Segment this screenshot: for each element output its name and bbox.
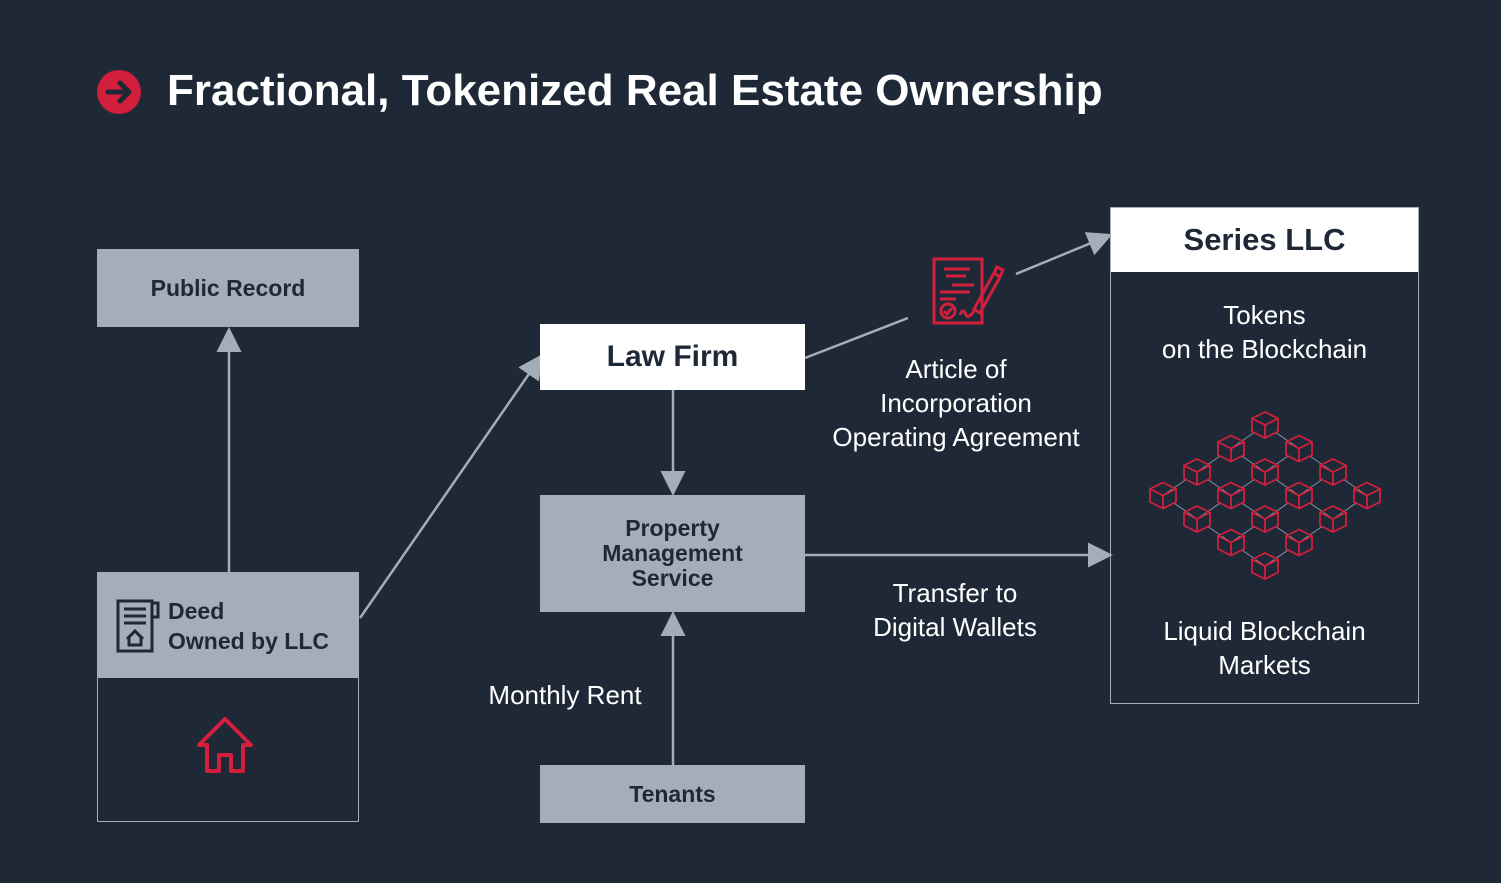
block-cube bbox=[1285, 481, 1313, 510]
tenants-label: Tenants bbox=[629, 780, 716, 807]
blockchain-network-icon bbox=[1149, 410, 1381, 581]
block-cube bbox=[1285, 434, 1313, 463]
article-line2: Incorporation bbox=[880, 388, 1032, 418]
signed-document-icon bbox=[930, 255, 1006, 332]
block-cube bbox=[1319, 457, 1347, 487]
line-law-firm-to-doc bbox=[804, 316, 909, 360]
public-record-box: Public Record bbox=[97, 249, 359, 327]
tenants-box: Tenants bbox=[540, 765, 805, 823]
transfer-line1: Transfer to bbox=[892, 578, 1018, 608]
block-cube bbox=[1217, 528, 1245, 557]
arrow-doc-to-series bbox=[1015, 232, 1113, 276]
block-cube bbox=[1149, 481, 1177, 510]
arrow-circle-icon bbox=[97, 70, 141, 114]
article-line1: Article of bbox=[905, 354, 1007, 384]
block-cube bbox=[1217, 481, 1245, 510]
block-cube bbox=[1251, 504, 1279, 534]
markets-line2: Markets bbox=[1218, 650, 1311, 680]
block-cube bbox=[1319, 504, 1347, 534]
tokens-line2: on the Blockchain bbox=[1161, 334, 1368, 364]
block-cube bbox=[1251, 410, 1279, 440]
article-of-incorporation-label: Article of Incorporation Operating Agree… bbox=[806, 352, 1106, 454]
series-llc-label: Series LLC bbox=[1183, 222, 1346, 257]
block-cube bbox=[1251, 457, 1279, 487]
deed-document-icon bbox=[116, 599, 160, 652]
markets-line1: Liquid Blockchain bbox=[1163, 616, 1366, 646]
law-firm-label: Law Firm bbox=[606, 340, 739, 373]
block-cube bbox=[1183, 457, 1211, 487]
pms-line2: Management bbox=[602, 540, 743, 566]
pms-line3: Service bbox=[631, 565, 714, 591]
transfer-label: Transfer to Digital Wallets bbox=[830, 576, 1080, 644]
block-cube bbox=[1353, 481, 1381, 510]
property-management-box: Property Management Service bbox=[540, 495, 805, 612]
page-title: Fractional, Tokenized Real Estate Owners… bbox=[167, 66, 1103, 115]
transfer-line2: Digital Wallets bbox=[873, 612, 1037, 642]
series-llc-container: Series LLC Tokens on the Blockchain Liqu… bbox=[1110, 207, 1419, 704]
markets-label: Liquid Blockchain Markets bbox=[1111, 614, 1418, 682]
article-line3: Operating Agreement bbox=[832, 422, 1080, 452]
owned-by-llc-label: Owned by LLC bbox=[168, 627, 329, 654]
block-cube bbox=[1183, 504, 1211, 534]
deed-label: Deed bbox=[168, 597, 225, 624]
tokens-label: Tokens on the Blockchain bbox=[1111, 298, 1418, 366]
monthly-rent-label: Monthly Rent bbox=[488, 680, 642, 710]
block-cube bbox=[1285, 528, 1313, 557]
arrow-deed-to-law-firm bbox=[358, 353, 543, 619]
block-cube bbox=[1217, 434, 1245, 463]
series-llc-header: Series LLC bbox=[1111, 208, 1418, 272]
pms-line1: Property bbox=[625, 515, 720, 541]
public-record-label: Public Record bbox=[150, 274, 306, 301]
tokens-line1: Tokens bbox=[1223, 300, 1306, 330]
block-cube bbox=[1251, 551, 1279, 581]
law-firm-box: Law Firm bbox=[540, 324, 805, 390]
house-icon bbox=[197, 717, 253, 773]
